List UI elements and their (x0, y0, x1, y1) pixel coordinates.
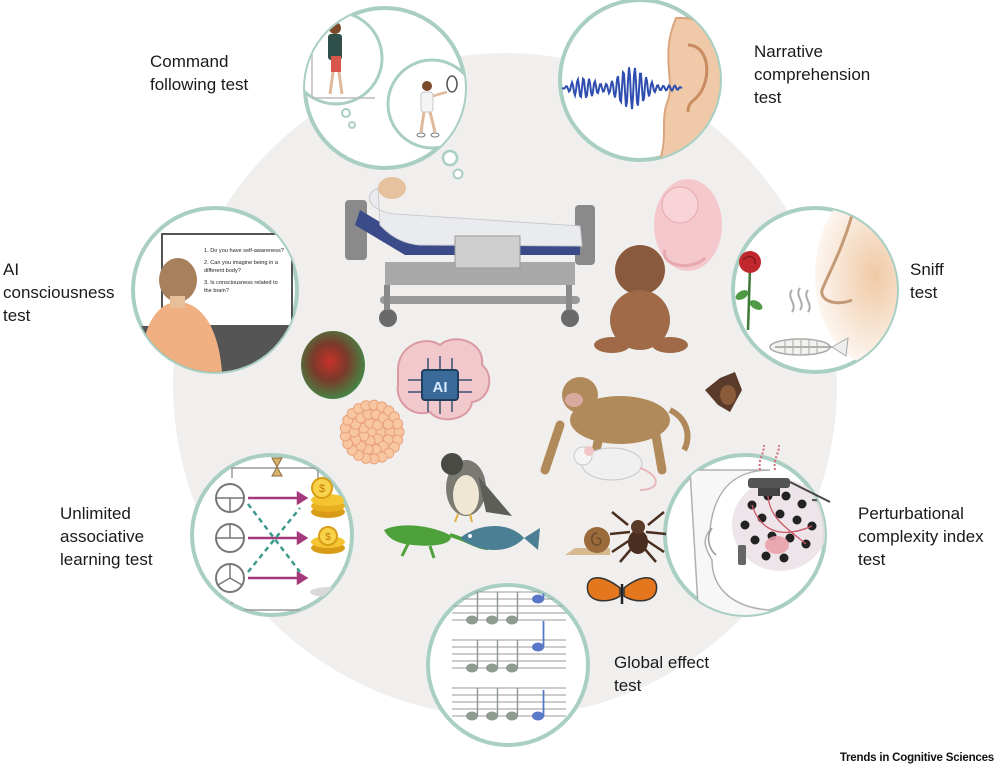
bat (705, 372, 742, 412)
ai-questions: 1. Do you have self-awareness? 2. Can yo… (204, 248, 292, 295)
fish (460, 526, 540, 550)
spider (609, 511, 667, 563)
label-unlimited-associative: Unlimited associative learning test (60, 504, 153, 569)
ai-brain: AI (396, 338, 491, 421)
note-gray (466, 663, 478, 673)
note-gray (506, 615, 518, 625)
global-effect-circle (426, 583, 590, 747)
note-gray (486, 711, 498, 721)
label-narrative-comprehension: Narrative comprehension test (754, 42, 871, 107)
cell (372, 419, 384, 431)
ai-question-3-cont: the brain? (204, 287, 229, 294)
ai-chip-text: AI (433, 379, 448, 396)
label-sniff: Sniff test (910, 260, 944, 302)
label-ai-consciousness: AI consciousness test (3, 260, 115, 325)
brain-organoid (301, 331, 365, 399)
label-perturbational-complexity: Perturbational complexity index test (858, 504, 984, 569)
ai-question-2: 2. Can you imagine being in a (204, 260, 279, 267)
snail (565, 527, 610, 555)
note-gray (486, 615, 498, 625)
falcon (441, 453, 512, 523)
ai-question-2-cont: different body? (204, 267, 241, 274)
perturbational-complexity-circle (663, 444, 831, 617)
cell (392, 418, 404, 430)
svg-text:$: $ (319, 483, 325, 495)
coin-stack-middle: $ (311, 526, 345, 554)
note-gray (466, 615, 478, 625)
note-gray (486, 663, 498, 673)
mouse (573, 446, 657, 491)
hospital-bed (345, 177, 595, 327)
sniff-test-circle (731, 206, 899, 374)
infant (594, 245, 688, 353)
tms-coil (748, 444, 831, 503)
note-gray (466, 711, 478, 721)
unlimited-associative-learning-circle: $ $ (190, 453, 354, 617)
fetus (654, 179, 722, 271)
note-gray (506, 711, 518, 721)
label-global-effect: Global effect test (614, 653, 710, 695)
narrative-comprehension-circle (558, 0, 722, 162)
ai-question-1: 1. Do you have self-awareness? (204, 248, 284, 254)
sound-wave (561, 67, 683, 110)
svg-text:$: $ (325, 532, 331, 543)
note-blue (532, 711, 544, 721)
ai-question-3: 3. Is consciousness related to (204, 280, 278, 287)
butterfly (586, 577, 658, 604)
ai-consciousness-circle (131, 206, 299, 374)
note-blue (532, 642, 544, 652)
label-command-following: Command following test (150, 52, 249, 94)
coin-stack-top: $ (311, 477, 345, 518)
note-blue (532, 594, 544, 604)
note-gray (506, 663, 518, 673)
journal-credit: Trends in Cognitive Sciences (839, 752, 994, 764)
cell-cluster (339, 399, 405, 465)
